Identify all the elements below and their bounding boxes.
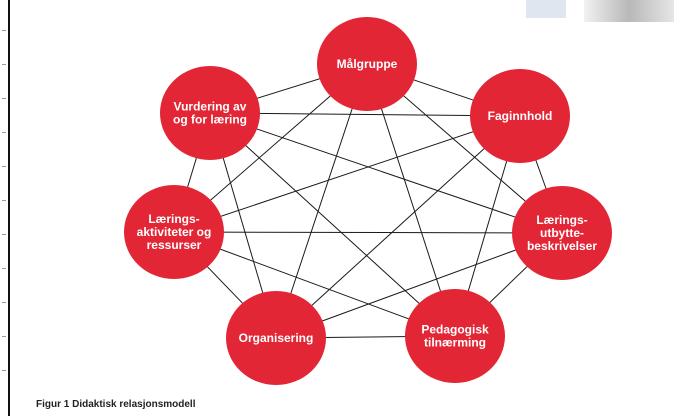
margin-tick [2, 64, 6, 65]
corner-image-fragment [524, 0, 674, 22]
node-label: beskrivelser [527, 239, 597, 253]
connection-line [209, 112, 456, 337]
connection-line [173, 115, 521, 233]
connection-line [173, 231, 563, 234]
node-circle [160, 66, 260, 160]
node-circle [470, 69, 570, 163]
connection-line [173, 231, 456, 337]
margin-tick [2, 370, 6, 371]
margin-tick [2, 30, 6, 31]
diagram-nodes: MålgruppeFaginnholdLærings-utbytte-beskr… [124, 17, 612, 385]
node-label: Organisering [239, 331, 314, 345]
margin-tick [2, 234, 6, 235]
margin-tick [2, 200, 6, 201]
node-circle [512, 186, 612, 280]
connection-line [275, 115, 521, 339]
node-label: Lærings- [536, 213, 587, 227]
node-label: Målgruppe [337, 57, 398, 71]
margin-tick [2, 268, 6, 269]
node-label: utbytte- [540, 226, 584, 240]
node-malgruppe: Målgruppe [317, 17, 417, 111]
node-label: tilnærming [424, 336, 486, 350]
node-label: ressurser [147, 238, 202, 252]
node-laeringsutbyttebeskrivelser: Lærings-utbytte-beskrivelser [512, 186, 612, 280]
figure-caption: Figur 1 Didaktisk relasjonsmodell [36, 399, 196, 410]
node-label: aktiviteter og [137, 225, 212, 239]
connection-line [275, 232, 563, 339]
node-circle [124, 185, 224, 279]
node-label: Faginnhold [488, 109, 553, 123]
margin-tick [2, 98, 6, 99]
node-label: Lærings- [148, 212, 199, 226]
margin-tick [2, 302, 6, 303]
node-label: Vurdering av [174, 100, 247, 114]
node-circle [405, 289, 505, 383]
node-faginnhold: Faginnhold [470, 69, 570, 163]
page-margin-bar [0, 0, 10, 416]
connection-line [209, 112, 521, 117]
node-organisering: Organisering [226, 291, 326, 385]
node-label: Pedagogisk [421, 323, 489, 337]
node-label: og for læring [173, 113, 247, 127]
margin-tick [2, 336, 6, 337]
connection-line [275, 63, 368, 339]
connection-line [366, 63, 456, 337]
node-circle [226, 291, 326, 385]
margin-tick [2, 132, 6, 133]
connection-line [209, 112, 563, 234]
margin-tick [2, 166, 6, 167]
node-circle [317, 17, 417, 111]
